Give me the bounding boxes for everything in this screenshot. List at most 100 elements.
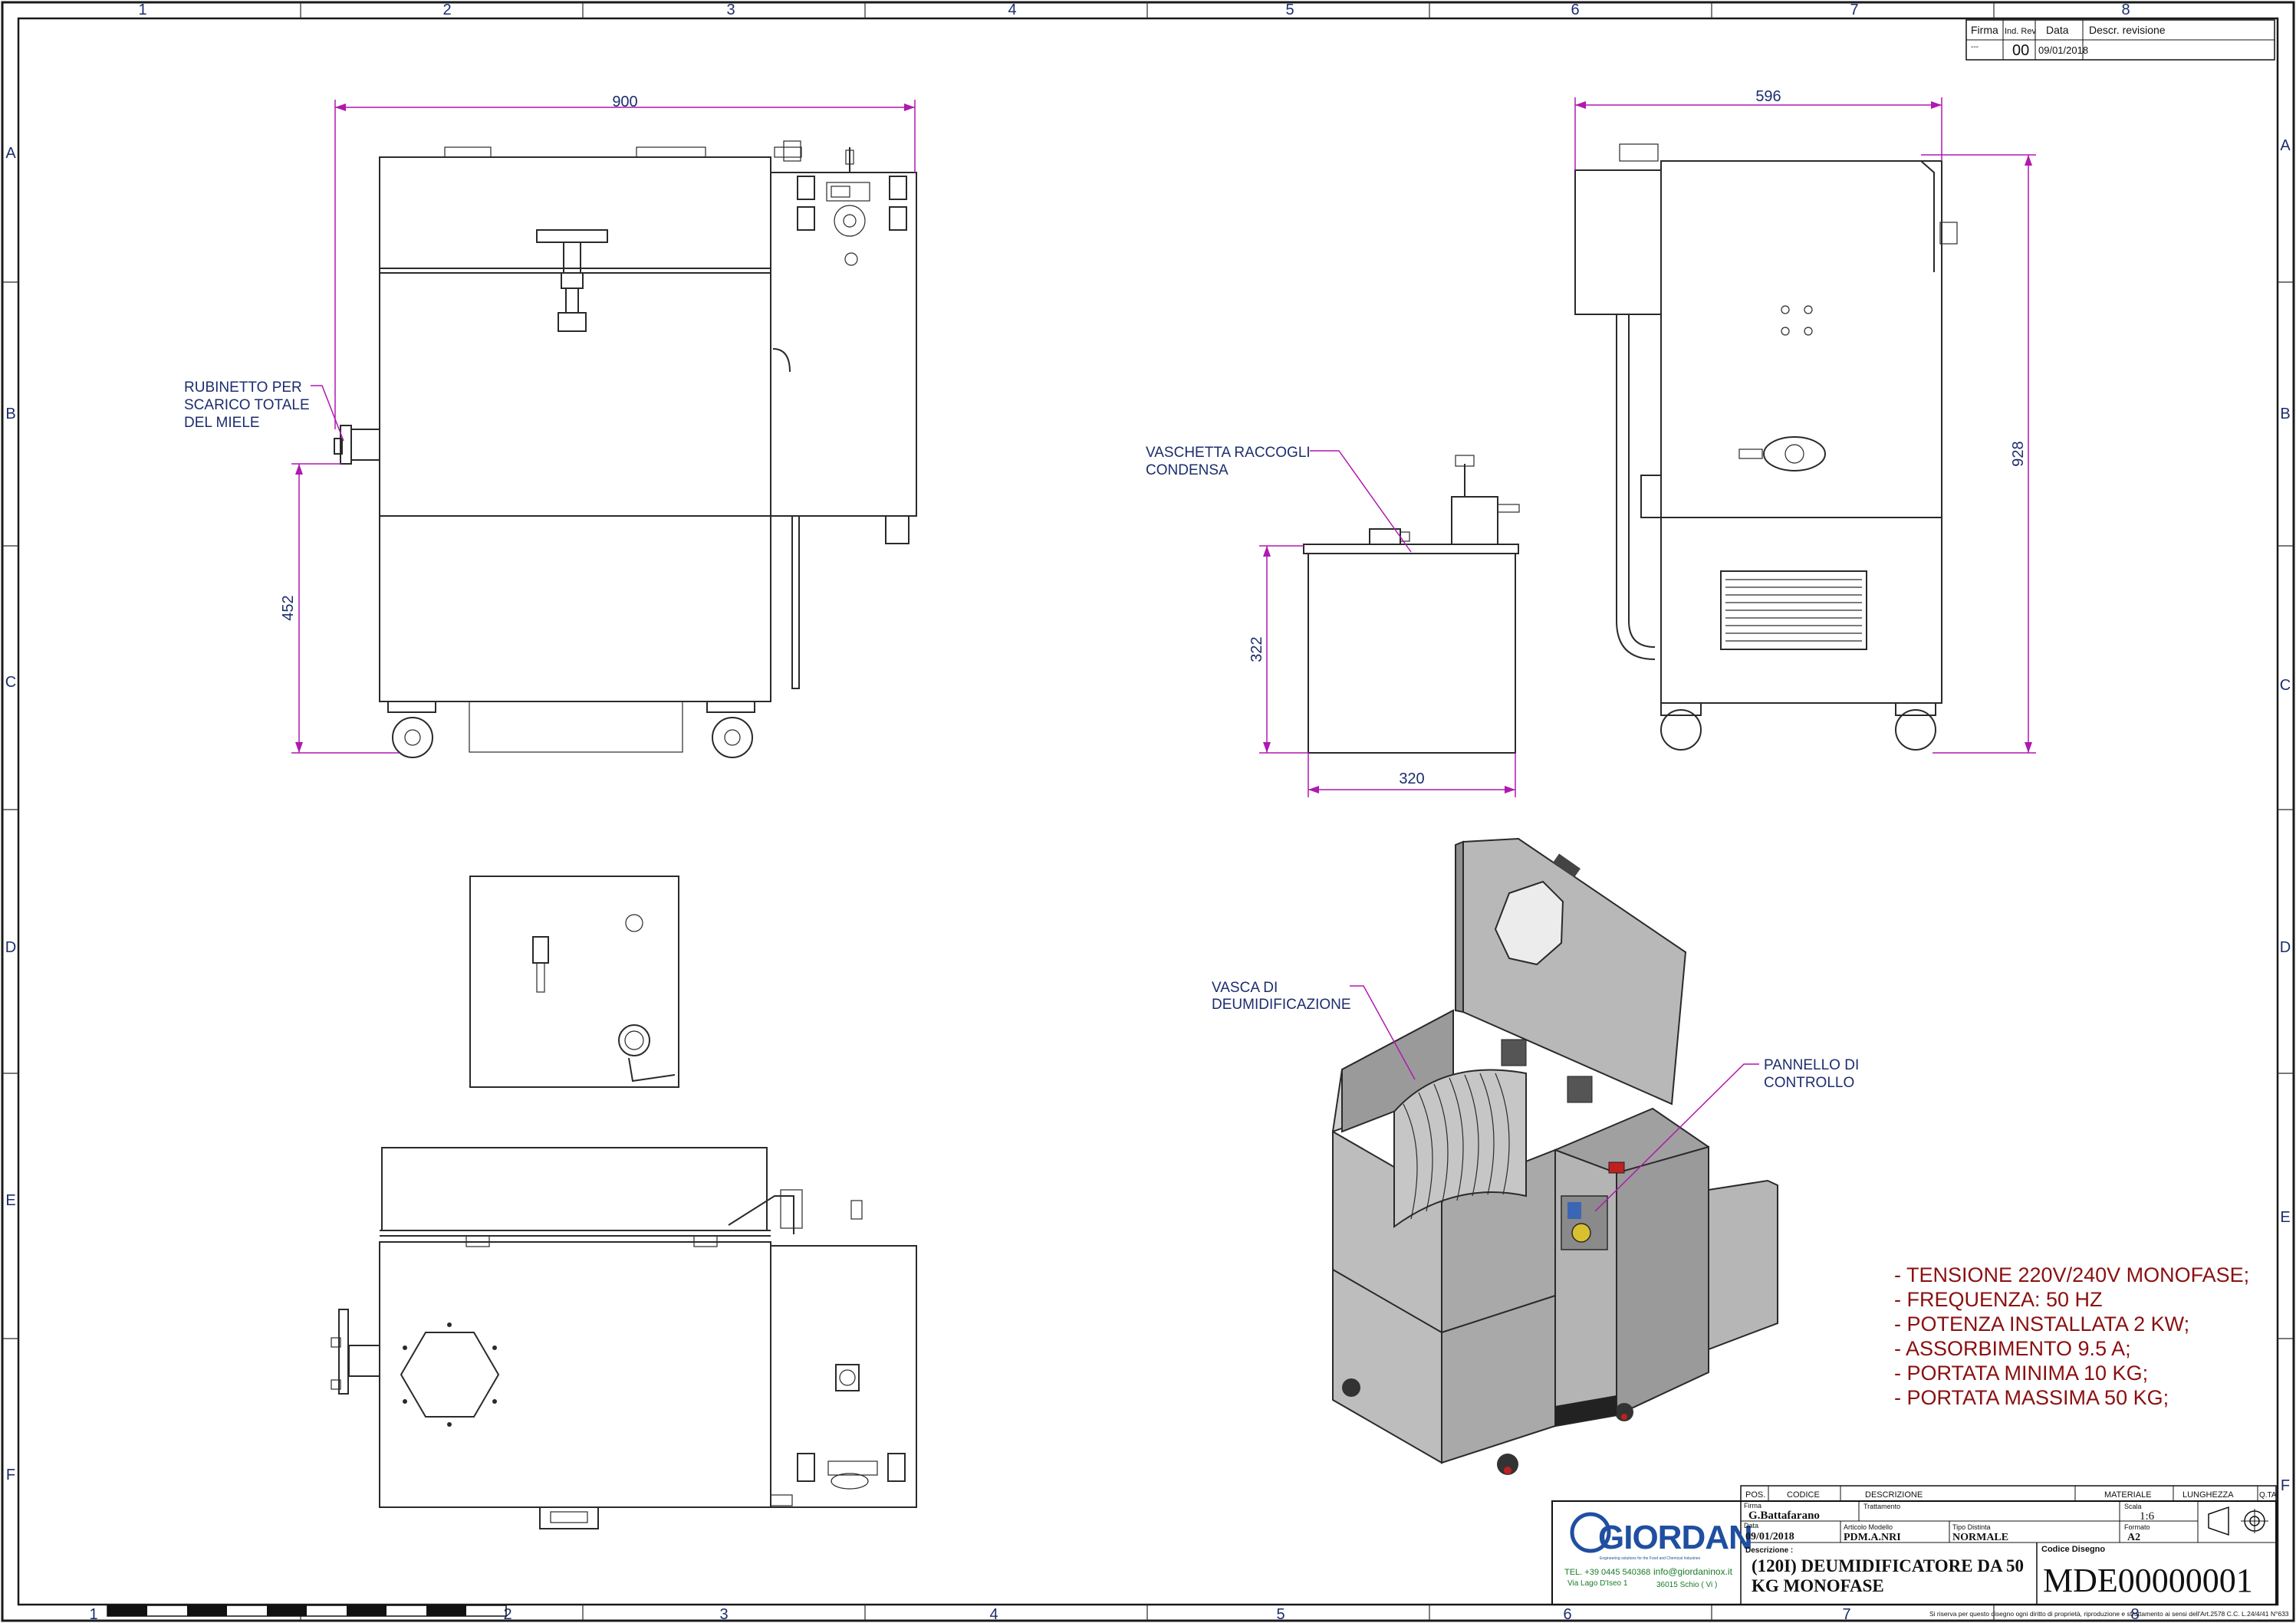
zone-row-label: E bbox=[5, 1192, 15, 1209]
zone-row-label: F bbox=[2281, 1477, 2290, 1494]
zone-row-label: A bbox=[2280, 137, 2291, 154]
tray-view bbox=[1303, 455, 1520, 754]
tb-descrizione-line2: KG MONOFASE bbox=[1752, 1576, 1884, 1595]
dim-tray-width-label: 320 bbox=[1399, 770, 1424, 787]
tb-header-pos: POS. bbox=[1745, 1490, 1765, 1500]
zone-col-label: 6 bbox=[1563, 1606, 1571, 1623]
zone-labels-right: A B C D E F bbox=[2280, 137, 2291, 1494]
front-view bbox=[334, 140, 917, 758]
tb-tipo-label: Tipo Distinta bbox=[1952, 1523, 1991, 1531]
rev-header-index: Ind. Rev bbox=[2005, 27, 2036, 36]
spec-line: - PORTATA MASSIMA 50 KG; bbox=[1894, 1386, 2169, 1409]
callout-tray: VASCHETTA RACCOGLI CONDENSA bbox=[1146, 445, 1412, 553]
zone-col-label: 5 bbox=[1276, 1606, 1285, 1623]
dim-front-width-label: 900 bbox=[612, 94, 637, 110]
dim-side-height-label: 928 bbox=[2010, 441, 2027, 466]
zone-labels-bottom: 1 2 3 4 5 6 7 8 bbox=[89, 1606, 2139, 1623]
tb-header-materiale: MATERIALE bbox=[2104, 1490, 2152, 1500]
zone-row-label: F bbox=[6, 1467, 15, 1483]
callout-tray-line: CONDENSA bbox=[1146, 462, 1229, 478]
callout-tray-line: VASCHETTA RACCOGLI bbox=[1146, 445, 1311, 461]
rev-index: 00 bbox=[2012, 42, 2029, 59]
tb-header-descrizione: DESCRIZIONE bbox=[1865, 1490, 1923, 1500]
rev-header-date: Data bbox=[2046, 24, 2069, 36]
rev-header-description: Descr. revisione bbox=[2089, 24, 2166, 36]
zone-col-label: 3 bbox=[719, 1606, 728, 1623]
tank-drum bbox=[1393, 1069, 1527, 1228]
spec-line: - FREQUENZA: 50 HZ bbox=[1894, 1288, 2103, 1311]
spec-line: - POTENZA INSTALLATA 2 KW; bbox=[1894, 1313, 2189, 1336]
side-dimension-height: 928 bbox=[1921, 154, 2036, 754]
callout-panel-line: CONTROLLO bbox=[1764, 1075, 1854, 1091]
tb-tipo-value: NORMALE bbox=[1952, 1532, 2008, 1543]
tb-data-label: Data bbox=[1744, 1522, 1758, 1529]
zone-col-label: 6 bbox=[1571, 2, 1579, 18]
tb-descrizione-line1: (120I) DEUMIDIFICATORE DA 50 bbox=[1752, 1556, 2024, 1575]
callout-tap-line: DEL MIELE bbox=[184, 415, 260, 431]
dim-tap-height-label: 452 bbox=[280, 595, 297, 620]
callout-panel-line: PANNELLO DI bbox=[1764, 1057, 1859, 1073]
projection-symbol bbox=[2208, 1506, 2268, 1536]
zone-col-label: 3 bbox=[726, 2, 735, 18]
callout-tap: RUBINETTO PER SCARICO TOTALE DEL MIELE bbox=[184, 379, 344, 442]
zone-labels-top: 1 2 3 4 5 6 7 8 bbox=[138, 2, 2130, 18]
logo-tagline: Engineering solutions for the Food and C… bbox=[1600, 1556, 1701, 1561]
revision-table: Firma Ind. Rev Data Descr. revisione ---… bbox=[1965, 19, 2275, 61]
zone-col-label: 1 bbox=[89, 1606, 97, 1623]
zone-row-label: A bbox=[5, 145, 16, 162]
tb-trattamento-label: Trattamento bbox=[1863, 1503, 1900, 1510]
front-dimension-tap-height: 452 bbox=[280, 463, 399, 754]
tray-dimension-height: 322 bbox=[1248, 545, 1308, 754]
giordan-logo: GIORDAN Engineering solutions for the Fo… bbox=[1570, 1512, 1753, 1561]
tray-dimension-width: 320 bbox=[1308, 753, 1516, 797]
tb-scala-label: Scala bbox=[2124, 1503, 2142, 1510]
front-dimension-width: 900 bbox=[334, 94, 916, 429]
tb-copyright: Si riserva per questo disegno ogni dirit… bbox=[1929, 1610, 2289, 1618]
tb-firma-label: Firma bbox=[1744, 1502, 1761, 1510]
dim-tray-height-label: 322 bbox=[1248, 636, 1265, 662]
tb-header-lunghezza: LUNGHEZZA bbox=[2183, 1490, 2234, 1500]
tb-formato-value: A2 bbox=[2127, 1532, 2140, 1543]
rev-firma: --- bbox=[1971, 43, 1979, 51]
tb-address-street: Via Lago D'Iseo 1 bbox=[1567, 1579, 1628, 1588]
callout-panel: PANNELLO DI CONTROLLO bbox=[1594, 1057, 1859, 1212]
tb-email: info@giordaninox.it bbox=[1653, 1566, 1733, 1577]
isometric-view bbox=[1331, 837, 1778, 1475]
tb-header-codice: CODICE bbox=[1787, 1490, 1820, 1500]
callout-tap-line: RUBINETTO PER bbox=[184, 379, 302, 396]
rev-date: 09/01/2018 bbox=[2038, 44, 2088, 56]
zone-col-label: 4 bbox=[1008, 2, 1016, 18]
zone-col-label: 7 bbox=[1842, 1606, 1850, 1623]
zone-row-label: C bbox=[2280, 677, 2291, 694]
zone-col-label: 5 bbox=[1285, 2, 1294, 18]
spec-line: - ASSORBIMENTO 9.5 A; bbox=[1894, 1337, 2131, 1360]
spec-line: - PORTATA MINIMA 10 KG; bbox=[1894, 1362, 2148, 1385]
zone-col-label: 2 bbox=[442, 2, 451, 18]
tb-articolo-value: PDM.A.NRI bbox=[1844, 1532, 1901, 1543]
zone-row-label: B bbox=[5, 406, 15, 422]
title-block: POS. CODICE DESCRIZIONE MATERIALE LUNGHE… bbox=[1551, 1485, 2289, 1618]
tb-descrizione-label: Descrizione : bbox=[1745, 1546, 1793, 1555]
zone-col-label: 4 bbox=[989, 1606, 998, 1623]
tb-scala-value: 1:6 bbox=[2140, 1510, 2155, 1523]
bottom-view bbox=[331, 1147, 917, 1529]
tb-data-value: 09/01/2018 bbox=[1745, 1531, 1794, 1543]
zone-row-label: C bbox=[5, 674, 16, 691]
zone-col-label: 8 bbox=[2121, 2, 2130, 18]
zone-row-label: B bbox=[2280, 406, 2290, 422]
side-view bbox=[1574, 143, 1958, 751]
callout-tank-line: DEUMIDIFICAZIONE bbox=[1212, 997, 1351, 1013]
callout-tap-line: SCARICO TOTALE bbox=[184, 397, 310, 413]
zone-labels-left: A B C D E F bbox=[5, 145, 17, 1483]
zone-row-label: D bbox=[5, 939, 16, 956]
callout-tank: VASCA DI DEUMIDIFICAZIONE bbox=[1212, 980, 1416, 1080]
tb-formato-label: Formato bbox=[2124, 1523, 2150, 1531]
tb-header-qta: Q.TA' bbox=[2259, 1491, 2278, 1500]
tb-codice-value: MDE00000001 bbox=[2043, 1562, 2253, 1599]
zone-row-label: E bbox=[2280, 1209, 2290, 1226]
zone-col-label: 7 bbox=[1850, 2, 1858, 18]
tb-articolo-label: Articolo Modello bbox=[1844, 1523, 1893, 1531]
tb-address-city: 36015 Schio ( Vi ) bbox=[1656, 1581, 1717, 1589]
